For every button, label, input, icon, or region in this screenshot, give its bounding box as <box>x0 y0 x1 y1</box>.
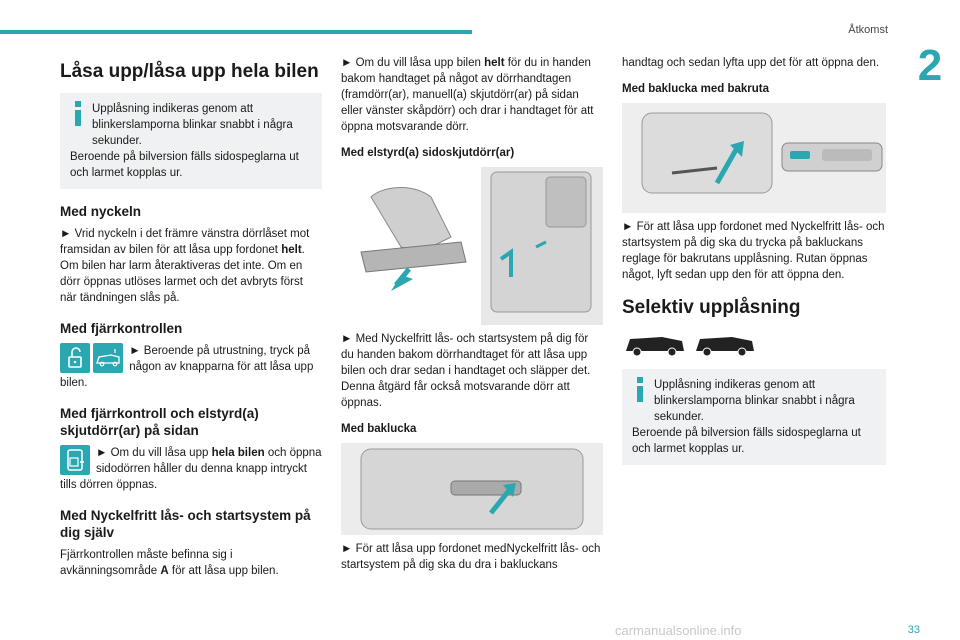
page-title: Låsa upp/låsa upp hela bilen <box>60 61 319 82</box>
note2-text-2: Beroende på bilversion fälls sidospeglar… <box>632 427 861 455</box>
heading-keyless: Med Nyckelfritt lås- och startsystem på … <box>60 508 311 540</box>
info-icon <box>70 101 86 127</box>
sliding-door-icon <box>60 445 90 475</box>
heading-remote: Med fjärrkontrollen <box>60 321 183 336</box>
chapter-number: 2 <box>917 41 943 90</box>
sliding-text: ► Om du vill låsa upp hela bilen och öpp… <box>60 445 322 491</box>
heading-rear-window: Med baklucka med bakruta <box>622 83 769 95</box>
unlock-icon <box>60 343 90 373</box>
illustration-tailgate <box>341 443 603 535</box>
note-text-2: Beroende på bilversion fälls sidospeglar… <box>70 151 299 179</box>
info-note-2: Upplåsning indikeras genom att blinkersl… <box>622 369 886 465</box>
keyless-text: Fjärrkontrollen måste befinna sig i avkä… <box>60 549 279 577</box>
header-accent-bar <box>0 30 472 34</box>
remote-text: ► Beroende på utrustning, tryck på någon… <box>60 343 314 389</box>
illustration-sliding-door <box>341 167 603 325</box>
info-icon <box>632 377 648 403</box>
heading-remote-sliding: Med fjärrkontroll och elstyrd(a) skjutdö… <box>60 406 259 438</box>
van-icon <box>626 337 754 357</box>
key-text: ► Vrid nyckeln i det främre vänstra dörr… <box>60 228 310 304</box>
column-2: ► Om du vill låsa upp bilen helt för du … <box>341 55 603 579</box>
column-1: Låsa upp/låsa upp hela bilen Upplåsning … <box>60 55 322 585</box>
selective-title: Selektiv upplåsning <box>622 297 801 318</box>
section-title: Åtkomst <box>848 24 888 36</box>
rear-window-text: ► För att låsa upp fordonet med Nyckelfr… <box>622 221 885 281</box>
watermark: carmanualsonline.info <box>615 623 742 638</box>
illustration-rear-window <box>622 103 886 213</box>
heading-key: Med nyckeln <box>60 204 142 219</box>
heading-tailgate: Med baklucka <box>341 423 417 435</box>
door-handle-text: ► Om du vill låsa upp bilen helt för du … <box>341 57 594 133</box>
tailgate-text: ► För att låsa upp fordonet medNyckelfri… <box>341 543 601 571</box>
van-unlock-icon <box>93 343 124 373</box>
tailgate-text-cont: handtag och sedan lyfta upp det för att … <box>622 57 880 69</box>
keyless-sliding-text: ► Med Nyckelfritt lås- och startsystem p… <box>341 333 591 409</box>
page-number: 33 <box>907 624 920 636</box>
heading-electric-sliding: Med elstyrd(a) sidoskjutdörr(ar) <box>341 147 515 159</box>
column-3: handtag och sedan lyfta upp det för att … <box>622 55 886 473</box>
note2-text-1: Upplåsning indikeras genom att blinkersl… <box>654 379 855 423</box>
info-note: Upplåsning indikeras genom att blinkersl… <box>60 93 322 189</box>
note-text-1: Upplåsning indikeras genom att blinkersl… <box>92 103 293 147</box>
van-icons <box>622 329 886 359</box>
